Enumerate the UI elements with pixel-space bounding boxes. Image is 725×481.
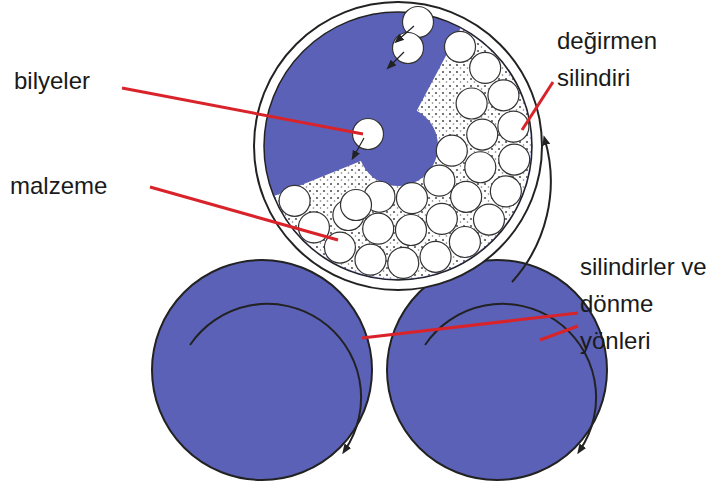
ball (363, 213, 394, 244)
ball (449, 226, 480, 257)
leader-line (122, 88, 363, 134)
leader-line (362, 313, 578, 338)
ball (341, 190, 372, 221)
ball (470, 52, 501, 83)
fall-arrow (390, 52, 404, 66)
fall-arrow (354, 138, 364, 156)
ball (424, 165, 455, 196)
ball (298, 212, 329, 243)
ball (456, 88, 487, 119)
fall-arrow (398, 26, 414, 40)
ball (490, 176, 521, 207)
ball (355, 244, 386, 275)
material-charge (275, 29, 531, 279)
leader-line (150, 187, 338, 240)
ball (499, 144, 530, 175)
part-label: bilyeler (14, 62, 134, 99)
ball (467, 119, 498, 150)
balls (279, 7, 530, 279)
rotation-arrow (190, 304, 361, 450)
part-label: değirmen silindiri (557, 22, 707, 96)
roller (387, 260, 607, 480)
roller (152, 260, 372, 480)
ball (436, 135, 467, 166)
mill-interior (264, 12, 532, 280)
ball (451, 181, 482, 212)
leader-line (540, 326, 578, 340)
ball (426, 203, 457, 234)
ball (396, 183, 427, 214)
ball (473, 204, 504, 235)
ball (488, 80, 519, 111)
part-label: malzeme (10, 167, 150, 204)
ball (395, 215, 426, 246)
mill-cylinder (254, 2, 542, 290)
part-label: silindirler ve dönme yönleri (580, 248, 720, 359)
ball (445, 31, 476, 62)
ball (388, 247, 419, 278)
rotation-arrow (512, 140, 551, 282)
ball (420, 241, 451, 272)
leader-line (522, 82, 553, 130)
rotation-arrow (425, 304, 596, 450)
ball (279, 185, 310, 216)
ball (465, 152, 496, 183)
